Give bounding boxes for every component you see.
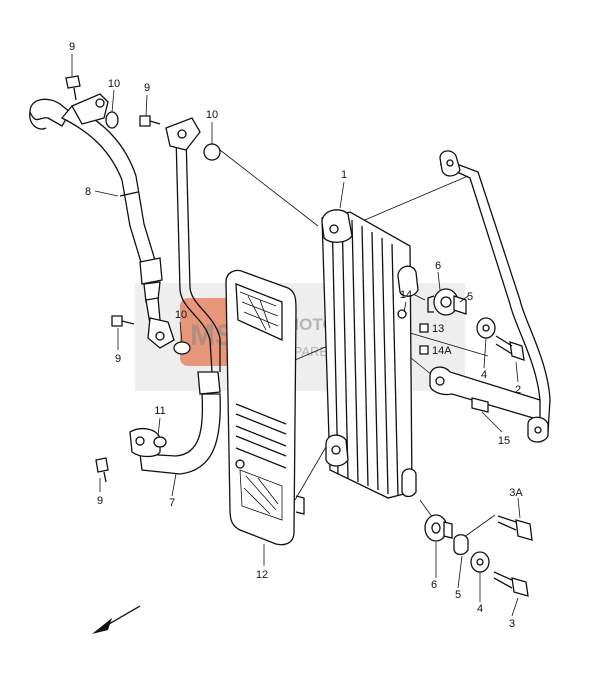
label-part-10-a: 10	[108, 78, 120, 90]
oil-pipe	[165, 117, 221, 373]
label-part-6-upper: 6	[435, 260, 441, 272]
label-part-3a: 3A	[509, 487, 523, 499]
label-part-5-lower: 5	[455, 589, 461, 601]
label-part-5-upper: 5	[467, 291, 473, 303]
label-part-3: 3	[509, 618, 515, 630]
label-part-9-c: 9	[115, 353, 121, 365]
part-labels: 1 2 3 3A 4 4 5 5 6 6 7 8 9 9 9 9 10 10 1…	[69, 41, 523, 630]
label-part-14a: 14A	[432, 345, 452, 357]
label-part-11: 11	[154, 405, 165, 417]
label-part-6-lower: 6	[431, 579, 437, 591]
label-part-4-upper: 4	[481, 369, 487, 381]
label-part-2: 2	[515, 384, 521, 396]
label-part-15: 15	[498, 435, 510, 447]
label-part-10-c: 10	[175, 309, 187, 321]
oil-cooler-part-1	[321, 209, 419, 499]
label-part-9-b: 9	[144, 82, 150, 94]
label-part-13: 13	[432, 323, 444, 335]
watermark: MSP MOTORCYCLE SPARE PARTS	[135, 283, 465, 391]
callout-leaders	[71, 54, 521, 617]
front-arrow-icon	[92, 605, 141, 634]
label-part-8: 8	[85, 186, 91, 198]
label-part-1: 1	[341, 169, 347, 181]
hose-bolts-and-orings	[65, 75, 221, 483]
label-part-10-b: 10	[206, 109, 218, 121]
label-part-14: 14	[400, 289, 412, 301]
hose-upper-part-8	[29, 93, 175, 349]
lower-mount-hardware	[424, 514, 533, 597]
label-part-7: 7	[169, 497, 175, 509]
label-part-9-d: 9	[97, 495, 103, 507]
cooler-guard-part-12	[225, 269, 305, 546]
hose-lower-part-7	[129, 371, 221, 475]
label-part-4-lower: 4	[477, 603, 483, 615]
label-part-9-a: 9	[69, 41, 75, 53]
label-part-12: 12	[256, 569, 268, 581]
bracket-part-15	[429, 150, 551, 443]
